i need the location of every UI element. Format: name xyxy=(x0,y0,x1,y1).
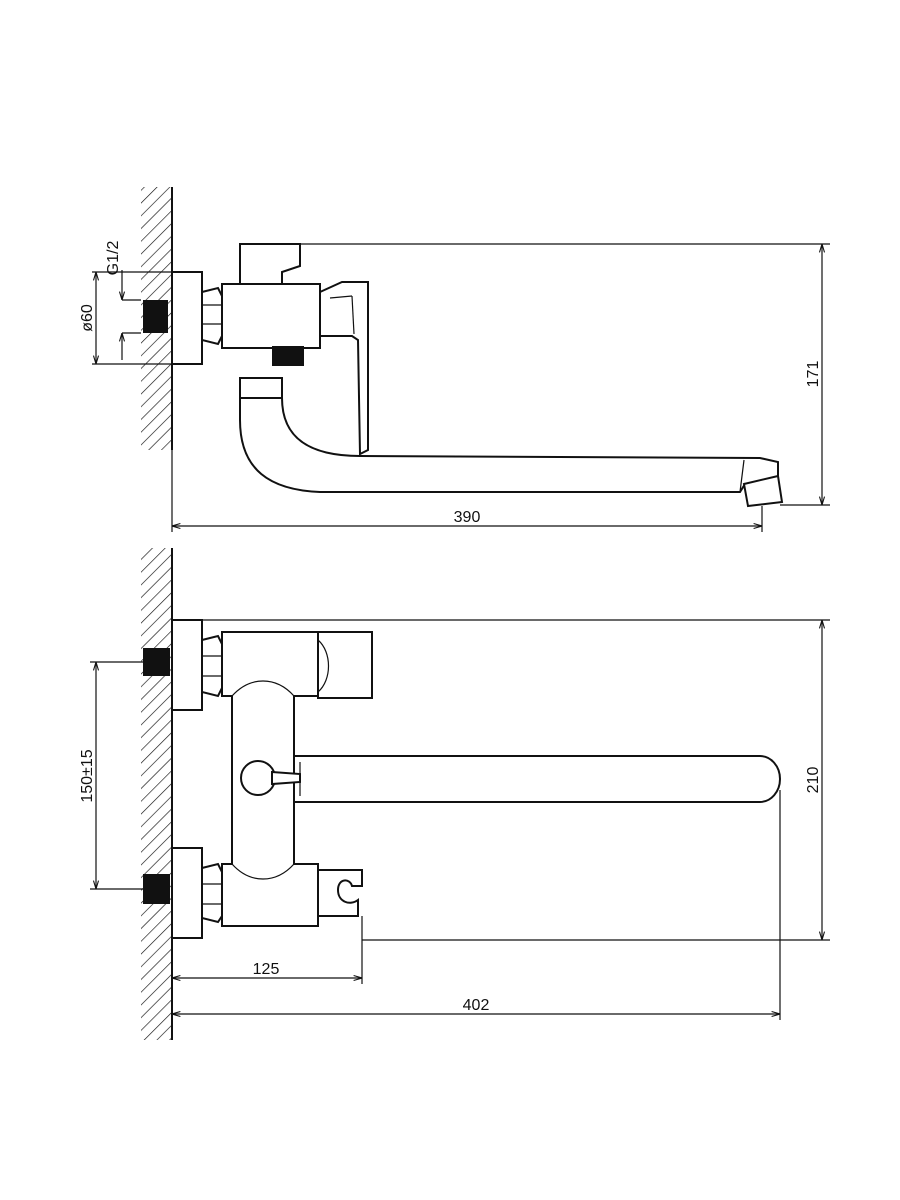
lever-handle xyxy=(319,281,369,456)
wall-flange xyxy=(171,271,203,365)
wall-hatch-bottom xyxy=(141,548,172,1040)
shower-outlet xyxy=(272,346,304,366)
dim-thread-label: G1/2 xyxy=(105,241,122,276)
dim-length-402-label: 402 xyxy=(463,997,490,1014)
shower-hook xyxy=(317,869,363,917)
diverter-knob xyxy=(240,760,276,796)
handle-block xyxy=(317,631,373,699)
side-view: G1/2 ø60 171 390 xyxy=(79,187,830,532)
dim-length-side-label: 390 xyxy=(454,509,481,526)
dim-length-125-label: 125 xyxy=(253,961,280,978)
dim-height-side-label: 171 xyxy=(805,361,822,388)
dim-height-front-label: 210 xyxy=(805,767,822,794)
dim-spacing-label: 150±15 xyxy=(79,749,96,802)
valve-body xyxy=(221,283,321,349)
lower-flange xyxy=(171,847,203,939)
upper-nut xyxy=(201,634,223,698)
lower-inlet xyxy=(143,874,170,904)
upper-inlet xyxy=(143,648,170,676)
diverter-cap xyxy=(239,243,301,285)
spout-swivel xyxy=(239,377,283,399)
lower-nut xyxy=(201,862,223,924)
front-view: 150±15 210 125 402 xyxy=(79,548,830,1040)
hex-nut xyxy=(201,286,223,346)
dim-diameter-label: ø60 xyxy=(79,304,96,332)
inlet-pipe xyxy=(143,300,168,333)
aerator xyxy=(742,474,784,508)
spout xyxy=(239,397,779,502)
spout-front xyxy=(293,755,781,803)
upper-flange xyxy=(171,619,203,711)
